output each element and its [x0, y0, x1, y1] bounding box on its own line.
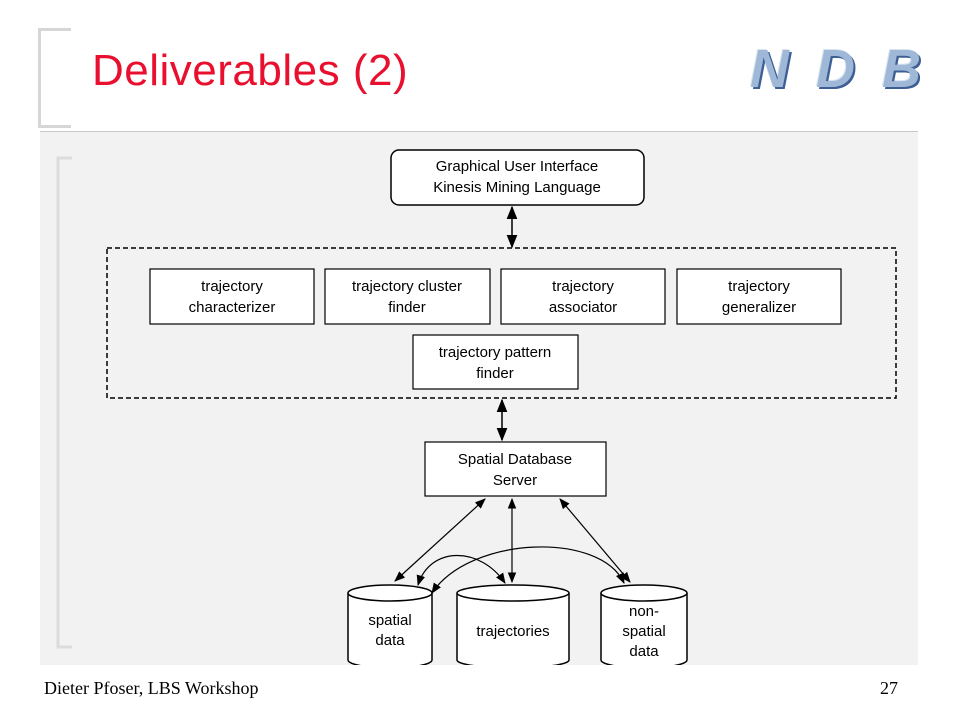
panel-bracket	[56, 156, 72, 649]
gui-label-line1: Graphical User Interface	[436, 158, 599, 175]
page-number: 27	[880, 678, 898, 698]
module-label-line2: finder	[476, 365, 514, 382]
slide-title: Deliverables (2)	[92, 46, 409, 95]
module-label-line2: finder	[388, 299, 426, 316]
module-label-line1: trajectory	[728, 278, 790, 295]
store-non-spatial-data: non- spatial data	[600, 584, 688, 665]
architecture-diagram: Graphical User Interface Kinesis Mining …	[56, 149, 897, 665]
module-cluster-finder: trajectory cluster finder	[324, 268, 491, 325]
gui-label-line2: Kinesis Mining Language	[433, 179, 601, 196]
module-label-line2: characterizer	[189, 299, 276, 316]
arrow-nonspatial-spatial	[431, 546, 625, 594]
module-label-line1: trajectory	[552, 278, 614, 295]
store-label-line2: data	[375, 632, 405, 649]
module-label-line1: trajectory pattern	[439, 344, 552, 361]
arrow-server-nonspatial	[559, 498, 631, 583]
diagram-panel: Graphical User Interface Kinesis Mining …	[40, 131, 918, 665]
module-label-line2: generalizer	[722, 299, 796, 316]
server-label-line2: Server	[493, 472, 537, 489]
mining-layer-boundary	[106, 247, 897, 399]
server-box: Spatial Database Server	[424, 441, 607, 497]
store-label-line2: spatial	[622, 623, 665, 640]
store-label-line1: non-	[629, 603, 659, 620]
store-label-line3: data	[629, 643, 659, 660]
module-associator: trajectory associator	[500, 268, 666, 325]
module-label-line1: trajectory cluster	[352, 278, 462, 295]
arrow-server-spatial	[394, 498, 486, 582]
arrow-spatial-trajectories	[416, 554, 506, 587]
title-bracket	[38, 28, 71, 128]
server-label-line1: Spatial Database	[458, 451, 572, 468]
store-label-line1: spatial	[368, 612, 411, 629]
store-spatial-data: spatial data	[347, 584, 433, 665]
store-trajectories: trajectories	[456, 584, 570, 665]
module-label-line1: trajectory	[201, 278, 263, 295]
module-pattern-finder: trajectory pattern finder	[412, 334, 579, 390]
ndb-logo: N D B	[750, 39, 927, 99]
module-characterizer: trajectory characterizer	[149, 268, 315, 325]
store-label-line1: trajectories	[476, 623, 549, 640]
module-generalizer: trajectory generalizer	[676, 268, 842, 325]
gui-box: Graphical User Interface Kinesis Mining …	[390, 149, 645, 206]
footer-author: Dieter Pfoser, LBS Workshop	[44, 678, 259, 698]
module-label-line2: associator	[549, 299, 617, 316]
